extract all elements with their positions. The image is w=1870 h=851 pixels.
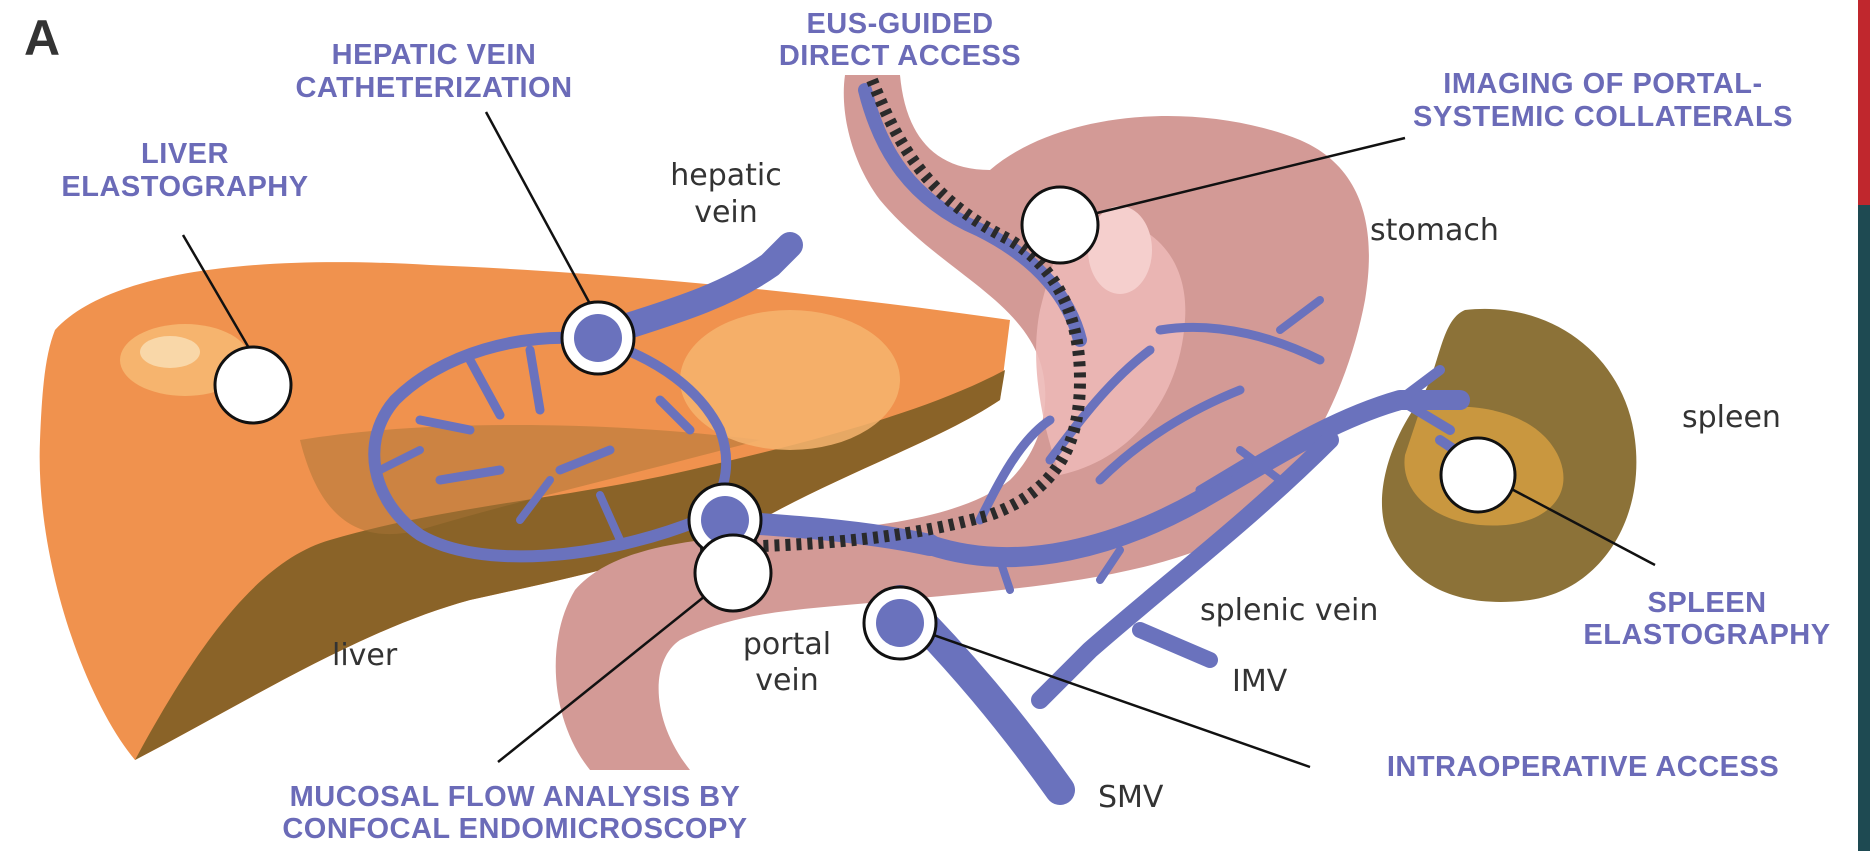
label-spleen-elasto-line1: SPLEEN xyxy=(1647,587,1766,619)
anat-splenic-vein: splenic vein xyxy=(1200,593,1378,628)
edge-teal-strip xyxy=(1858,205,1870,851)
label-liver-elasto-line1: LIVER xyxy=(141,138,229,170)
label-imaging-line2: SYSTEMIC COLLATERALS xyxy=(1413,101,1793,133)
marker-intraoperative xyxy=(864,587,936,659)
label-spleen-elasto-line2: ELASTOGRAPHY xyxy=(1583,619,1830,651)
label-mucosal-line1: MUCOSAL FLOW ANALYSIS BY xyxy=(290,781,741,813)
marker-spleen-elastography xyxy=(1441,438,1515,512)
panel-label: A xyxy=(24,10,60,66)
anat-portal-line2: vein xyxy=(755,663,819,698)
edge-red-strip xyxy=(1858,0,1870,205)
marker-hepatic-vein xyxy=(562,302,634,374)
anat-hepatic-line2: vein xyxy=(694,195,758,230)
label-imaging-line1: IMAGING OF PORTAL- xyxy=(1443,68,1762,100)
label-eus-line2: DIRECT ACCESS xyxy=(779,40,1021,72)
marker-liver-elastography xyxy=(215,347,291,423)
marker-mucosal-flow xyxy=(695,535,771,611)
label-hepatic-vein-cath-line1: HEPATIC VEIN xyxy=(332,39,537,71)
label-intraoperative: INTRAOPERATIVE ACCESS xyxy=(1387,751,1779,783)
anat-stomach: stomach xyxy=(1370,213,1499,248)
label-liver-elasto-line2: ELASTOGRAPHY xyxy=(61,171,308,203)
anat-hepatic-line1: hepatic xyxy=(670,158,782,193)
anat-spleen: spleen xyxy=(1682,400,1781,435)
marker-collaterals xyxy=(1022,187,1098,263)
label-mucosal-line2: CONFOCAL ENDOMICROSCOPY xyxy=(282,813,747,845)
anat-smv: SMV xyxy=(1098,780,1164,815)
anat-imv: IMV xyxy=(1232,664,1288,699)
anat-portal-line1: portal xyxy=(743,627,831,662)
anat-liver: liver xyxy=(332,638,398,673)
label-hepatic-vein-cath-line2: CATHETERIZATION xyxy=(295,72,572,104)
label-eus-line1: EUS-GUIDED xyxy=(806,8,993,40)
